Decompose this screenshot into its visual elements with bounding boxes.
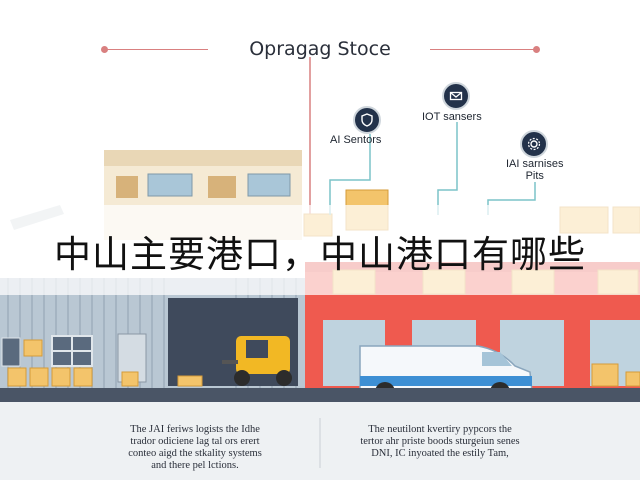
forklift-icon [222,336,292,386]
headline: 中山主要港口，中山港口有哪些 [54,233,586,276]
title-rule-dot-left [101,46,108,53]
sensor-label-iot: IOT sansers [422,111,482,123]
page-title: Opragag Stoce [249,38,391,60]
headline-backdrop [0,205,640,295]
title-rule-left [104,49,208,50]
title-rule-right [430,49,536,50]
caption-right: The neutilont kvertiry pypcors the terto… [360,424,520,459]
envelope-sensor-icon [442,82,470,110]
caption-left: The JAI feriws logists the Idhe trador o… [128,424,262,471]
title-rule-dot-right [533,46,540,53]
gear-sensor-icon [520,130,548,158]
sensor-label-iai: IAI sarnises Pits [506,158,564,182]
shield-sensor-icon [353,106,381,134]
sensor-label-ai: AI Sentors [330,134,382,146]
